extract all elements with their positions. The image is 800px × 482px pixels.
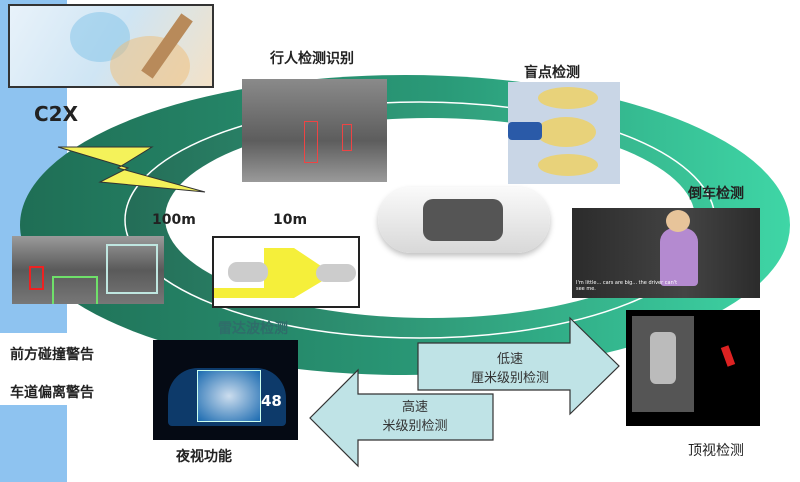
radar-label: 雷达波检测 <box>218 321 288 337</box>
reverse-image: I'm little... cars are big... the driver… <box>572 208 760 298</box>
blind-spot-image <box>508 82 620 184</box>
white-label-panel <box>0 333 112 405</box>
low-speed-arrow <box>417 316 620 416</box>
reverse-label: 倒车检测 <box>688 186 744 202</box>
low-speed-text: 低速 厘米级别检测 <box>470 352 549 386</box>
range-near-label: 10m <box>273 212 308 228</box>
c2x-label: C2X <box>34 102 79 126</box>
speed-readout: 48 <box>261 392 282 410</box>
range-far-label: 100m <box>152 212 196 228</box>
lightning-icon <box>57 146 206 193</box>
forward-collision-label: 前方碰撞警告 <box>10 347 94 363</box>
high-speed-text: 高速 米级别检测 <box>382 400 448 434</box>
c2x-image <box>8 4 214 88</box>
top-view-label: 顶视检测 <box>688 443 744 459</box>
night-vision-image: 48 <box>153 340 298 440</box>
night-vision-label: 夜视功能 <box>176 449 232 465</box>
blind-spot-label: 盲点检测 <box>524 65 580 81</box>
car-image <box>378 187 550 253</box>
high-speed-arrow <box>309 368 494 468</box>
lane-departure-label: 车道偏离警告 <box>10 385 94 401</box>
pedestrian-image <box>242 79 387 182</box>
forward-collision-image <box>12 236 164 304</box>
reverse-caption: I'm little... cars are big... the driver… <box>576 280 678 292</box>
radar-image <box>212 236 360 308</box>
top-view-image <box>626 310 760 426</box>
pedestrian-label: 行人检测识别 <box>270 51 354 67</box>
